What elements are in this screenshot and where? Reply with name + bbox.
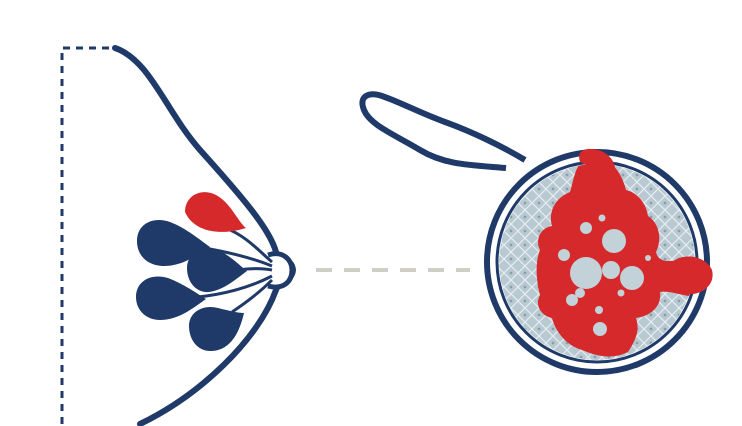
lobule	[189, 307, 244, 351]
chest-wall-dashed-outline	[62, 48, 115, 424]
lobule-tumor	[185, 192, 246, 232]
lobules	[136, 192, 247, 351]
magnifier-handle	[362, 94, 525, 168]
